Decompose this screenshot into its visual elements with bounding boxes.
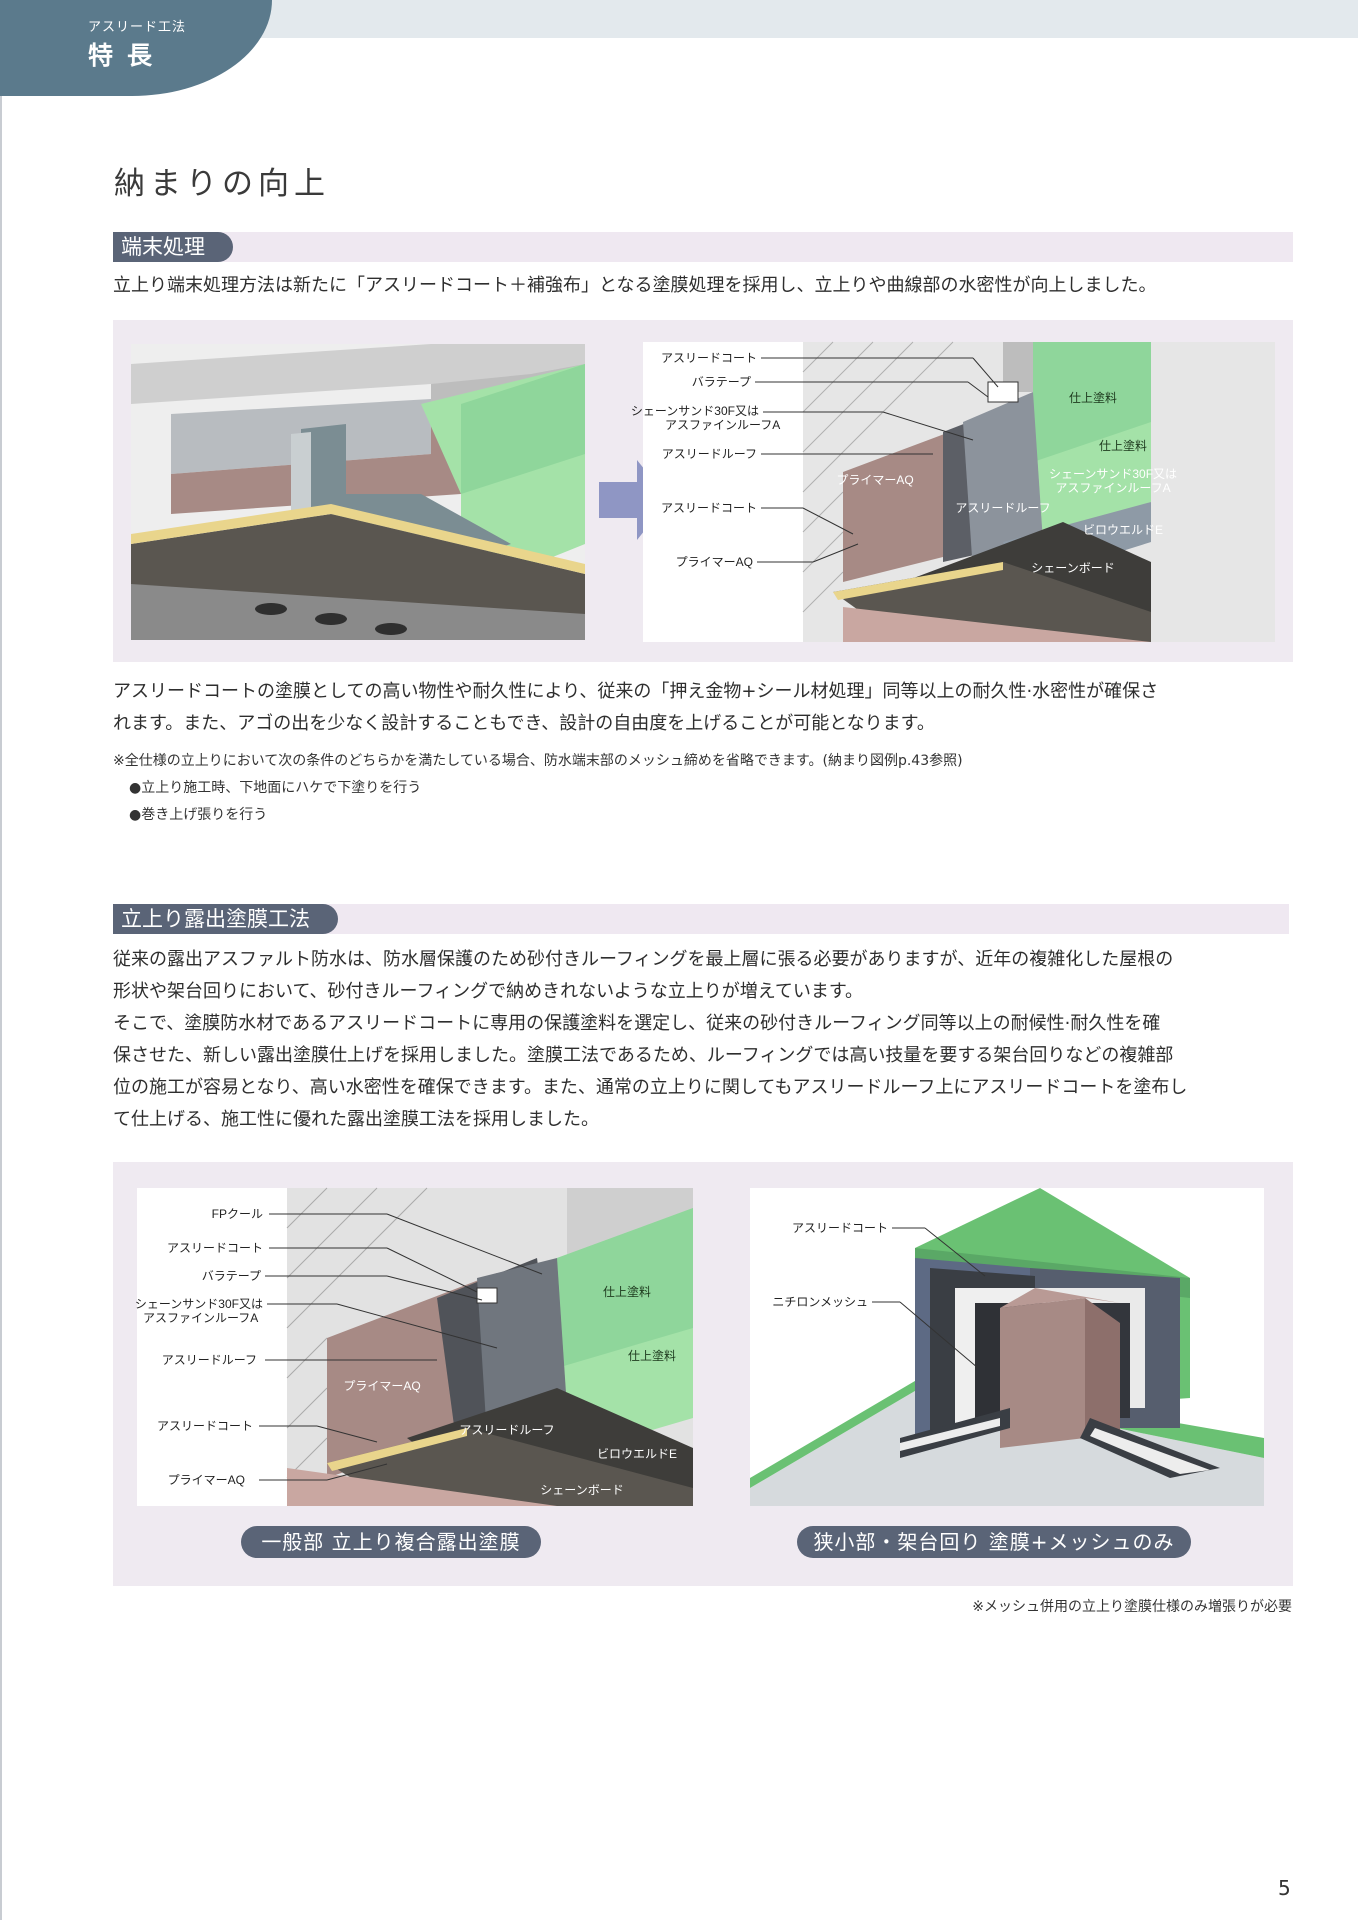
diagram1-caption: 一般部 立上り複合露出塗膜 bbox=[241, 1526, 541, 1558]
label-aslead-roof: アスリードルーフ bbox=[662, 447, 757, 461]
label-shane-sand: シェーンサンド30F又は bbox=[631, 404, 759, 418]
d1-label-finish-2: 仕上塗料 bbox=[628, 1348, 676, 1363]
section1-tag: 端末処理 bbox=[113, 232, 233, 262]
section2-body-line6: て仕上げる、施工性に優れた露出塗膜工法を採用しました。 bbox=[113, 1109, 599, 1130]
label-bara-tape: バラテープ bbox=[692, 375, 751, 389]
label-asfine-roof: アスファインルーフA bbox=[665, 418, 780, 432]
section2-figure-panel: FPクール アスリードコート バラテープ シェーンサンド30F又は アスファイン… bbox=[113, 1162, 1293, 1586]
d2-label-mesh: ニチロンメッシュ bbox=[772, 1295, 868, 1309]
label-inside-primer: プライマーAQ bbox=[836, 473, 913, 487]
mesh-corner-illustration: アスリードコート ニチロンメッシュ bbox=[750, 1188, 1264, 1506]
section2-body-line3: そこで、塗膜防水材であるアスリードコートに専用の保護塗料を選定し、従来の砂付きル… bbox=[113, 1013, 1161, 1034]
page-number: 5 bbox=[1278, 1876, 1291, 1900]
section1-notes: ※全仕様の立上りにおいて次の条件のどちらかを満たしている場合、防水端末部のメッシ… bbox=[113, 748, 1333, 829]
d1-label-inside-roof: アスリードルーフ bbox=[459, 1423, 554, 1437]
section2-body: 従来の露出アスファルト防水は、防水層保護のため砂付きルーフィングを最上層に張る必… bbox=[113, 944, 1333, 1136]
left-rule bbox=[0, 96, 2, 1920]
section1-bar: 端末処理 bbox=[113, 232, 1293, 262]
label-coat-2: アスリードコート bbox=[661, 501, 757, 515]
badge-category: アスリード工法 bbox=[88, 20, 187, 35]
label-inside-weld: ビロウエルドE bbox=[1083, 523, 1163, 537]
section-badge: アスリード工法 特長 bbox=[0, 0, 272, 96]
d1-label-inside-board: シェーンボード bbox=[540, 1483, 623, 1497]
section2-tag: 立上り露出塗膜工法 bbox=[113, 904, 338, 934]
label-coat-1: アスリードコート bbox=[661, 351, 757, 365]
d1-label-fpcool: FPクール bbox=[212, 1207, 263, 1221]
section1-note: ※全仕様の立上りにおいて次の条件のどちらかを満たしている場合、防水端末部のメッシ… bbox=[113, 753, 963, 769]
d1-label-coat-1: アスリードコート bbox=[167, 1241, 263, 1255]
terminal-illustration-new: アスリードコート バラテープ シェーンサンド30F又は アスファインルーフA ア… bbox=[631, 341, 1275, 642]
exposed-coating-illustration: FPクール アスリードコート バラテープ シェーンサンド30F又は アスファイン… bbox=[135, 1187, 693, 1506]
section1-body-line1: アスリードコートの塗膜としての高い物性や耐久性により、従来の「押え金物+シール材… bbox=[113, 681, 1159, 702]
label-inside-asfine: アスファインルーフA bbox=[1055, 481, 1170, 495]
d1-label-roof: アスリードルーフ bbox=[162, 1353, 257, 1367]
label-finish-1: 仕上塗料 bbox=[1069, 390, 1117, 405]
d1-label-bara: バラテープ bbox=[202, 1269, 261, 1283]
label-primer: プライマーAQ bbox=[676, 555, 753, 569]
section2-bar: 立上り露出塗膜工法 bbox=[113, 904, 1289, 934]
section2-body-line5: 位の施工が容易となり、高い水密性を確保できます。また、通常の立上りに関してもアス… bbox=[113, 1077, 1188, 1098]
section1-bullet-2: ●巻き上げ張りを行う bbox=[129, 807, 268, 823]
section2-body-line1: 従来の露出アスファルト防水は、防水層保護のため砂付きルーフィングを最上層に張る必… bbox=[113, 949, 1174, 970]
d1-label-primer: プライマーAQ bbox=[168, 1473, 245, 1487]
d1-label-asfine: アスファインルーフA bbox=[143, 1311, 258, 1325]
section1-intro: 立上り端末処理方法は新たに「アスリードコート＋補強布」となる塗膜処理を採用し、立… bbox=[113, 275, 1157, 296]
d1-label-inside-weld: ビロウエルドE bbox=[597, 1447, 677, 1461]
diagram2-caption: 狭小部・架台回り 塗膜+メッシュのみ bbox=[797, 1526, 1191, 1558]
terminal-illustration-old bbox=[131, 344, 585, 640]
label-inside-board: シェーンボード bbox=[1031, 561, 1114, 575]
section2-body-line2: 形状や架台回りにおいて、砂付きルーフィングで納めきれないような立上りが増えていま… bbox=[113, 981, 864, 1002]
badge-section: 特長 bbox=[88, 41, 167, 70]
d1-label-inside-primer: プライマーAQ bbox=[343, 1379, 420, 1393]
section2-footnote: ※メッシュ併用の立上り塗膜仕様のみ増張りが必要 bbox=[972, 1599, 1292, 1615]
d1-label-shane: シェーンサンド30F又は bbox=[135, 1297, 263, 1311]
d1-label-coat-2: アスリードコート bbox=[157, 1419, 253, 1433]
section1-bullet-1: ●立上り施工時、下地面にハケで下塗りを行う bbox=[129, 780, 422, 796]
label-finish-2: 仕上塗料 bbox=[1099, 438, 1147, 453]
section1-body: アスリードコートの塗膜としての高い物性や耐久性により、従来の「押え金物+シール材… bbox=[113, 676, 1333, 740]
label-inside-shane: シェーンサンド30F又は bbox=[1049, 467, 1177, 481]
section1-figure-panel: アスリードコート バラテープ シェーンサンド30F又は アスファインルーフA ア… bbox=[113, 320, 1293, 662]
section1-body-line2: れます。また、アゴの出を少なく設計することもでき、設計の自由度を上げることが可能… bbox=[113, 713, 935, 734]
page-title: 納まりの向上 bbox=[114, 166, 330, 202]
section2-body-line4: 保させた、新しい露出塗膜仕上げを採用しました。塗膜工法であるため、ルーフィングで… bbox=[113, 1045, 1174, 1066]
label-inside-roof: アスリードルーフ bbox=[955, 501, 1050, 515]
d2-label-coat: アスリードコート bbox=[792, 1221, 888, 1235]
d1-label-finish-1: 仕上塗料 bbox=[603, 1284, 651, 1299]
